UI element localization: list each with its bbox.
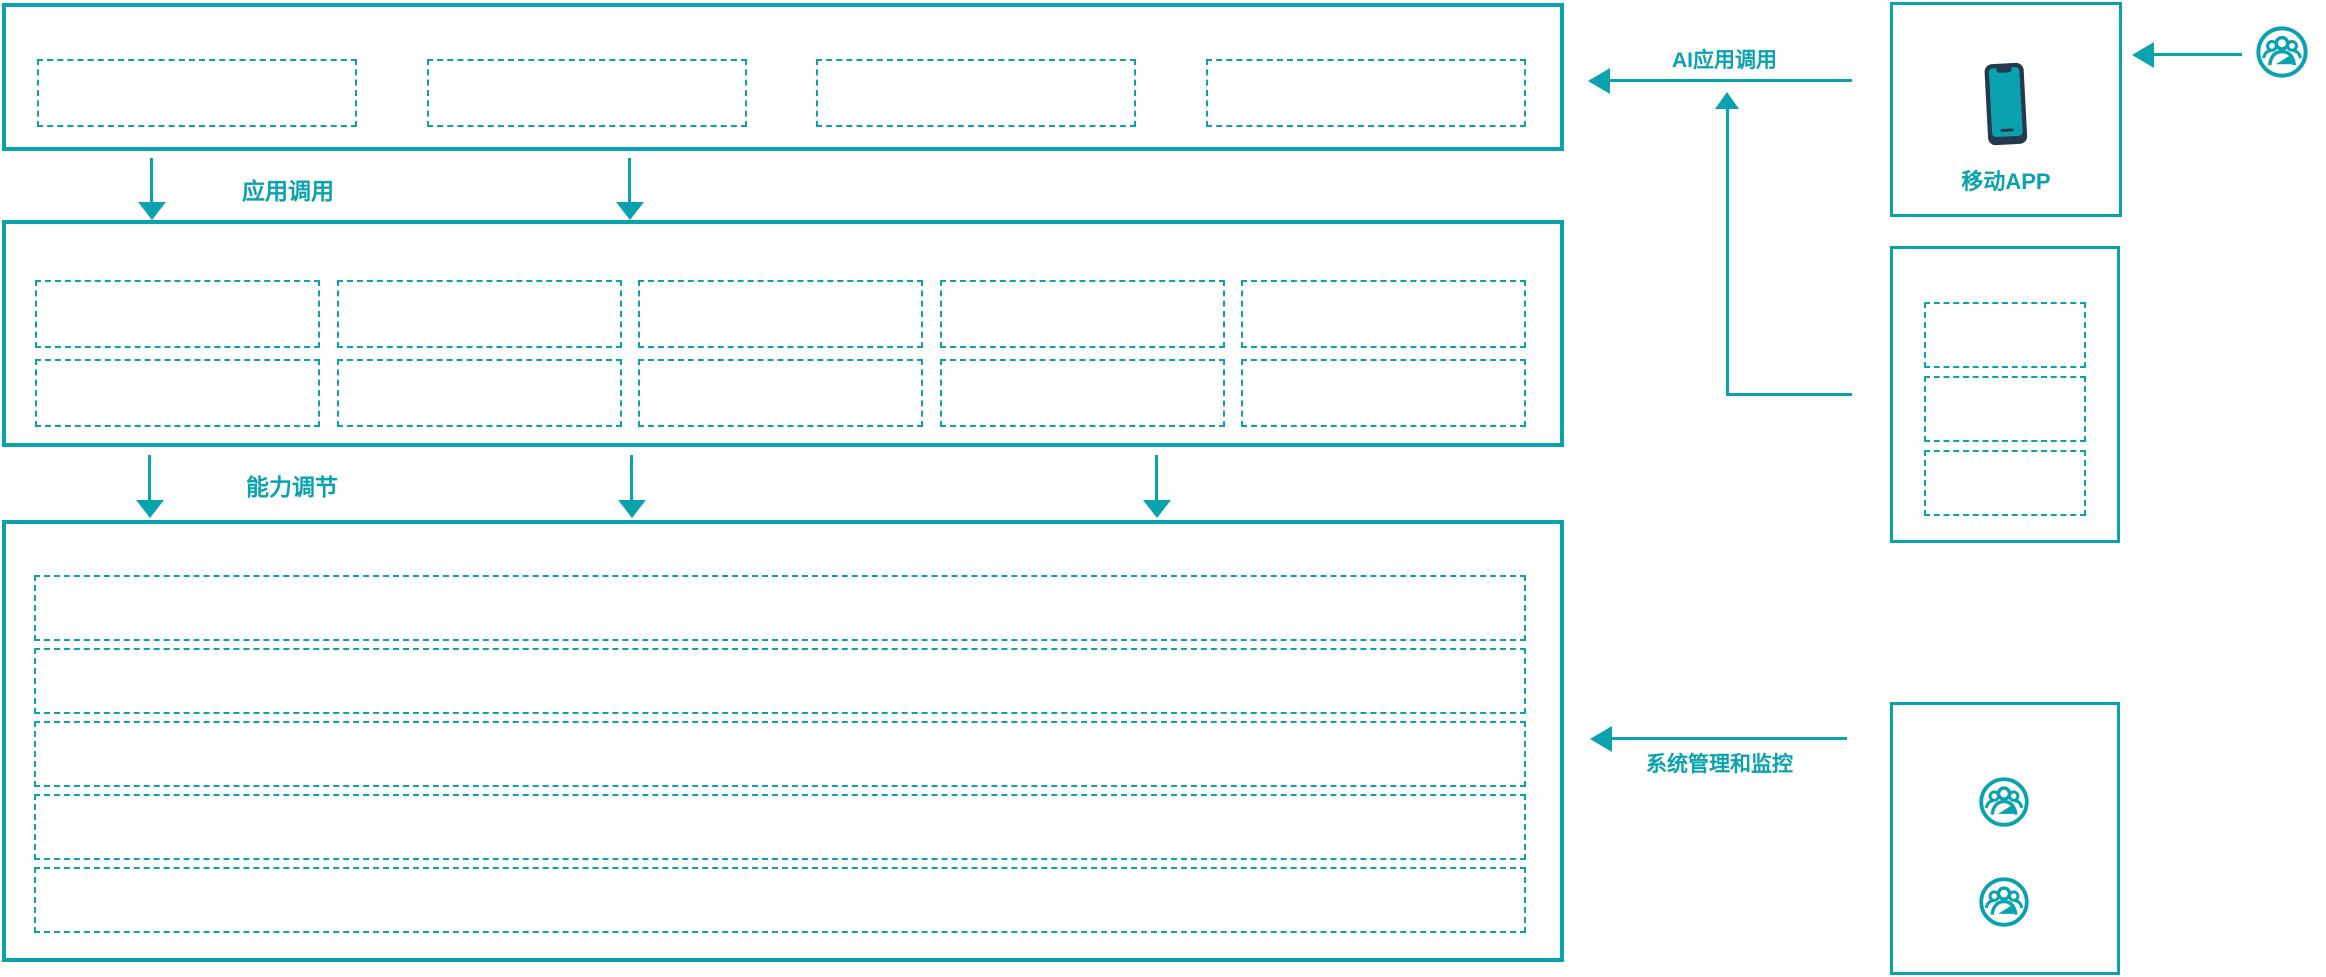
placeholder-box (426, 59, 747, 127)
arrow-head-icon (1143, 500, 1171, 518)
placeholder-box (37, 59, 357, 127)
ai-app-call-arrow (1588, 68, 1852, 94)
flow-arrow-down (138, 158, 166, 220)
ai-app-call-label: AI应用调用 (1672, 49, 1777, 72)
placeholder-box (336, 280, 622, 348)
arrow-head-icon (138, 202, 166, 220)
placeholder-box (1924, 450, 2086, 516)
admin-box (1890, 702, 2120, 975)
placeholder-row (34, 721, 1526, 787)
arrow-head-icon (616, 202, 644, 220)
arrow-shaft (1610, 737, 1847, 740)
admin-box-icons (1893, 705, 2117, 972)
placeholder-box (1924, 302, 2086, 368)
placeholder-row (34, 575, 1526, 641)
middle-band-placeholders (35, 280, 1526, 427)
arrow-head-icon (1715, 92, 1739, 109)
placeholder-box (336, 359, 622, 427)
api-box (1890, 246, 2120, 543)
arrow-shaft (148, 455, 151, 501)
connector-line (1726, 108, 1729, 395)
flow-arrow-down (618, 455, 646, 518)
placeholder-box (1241, 280, 1526, 348)
smartphone-icon (1983, 60, 2030, 153)
arrow-head-icon (618, 500, 646, 518)
system-mgmt-arrow (1590, 726, 1847, 752)
placeholder-box (638, 359, 923, 427)
system-mgmt-label: 系统管理和监控 (1646, 753, 1793, 776)
arrow-head-icon (1590, 726, 1612, 752)
user-to-app-arrow (2132, 42, 2242, 68)
bottom-band (2, 520, 1564, 962)
arrow-shaft (1155, 455, 1158, 501)
placeholder-box (35, 359, 320, 427)
placeholder-box (939, 359, 1225, 427)
arrow-head-icon (1588, 68, 1610, 94)
arrow-head-icon (136, 500, 164, 518)
placeholder-box (1205, 59, 1526, 127)
api-box-placeholders (1893, 249, 2117, 540)
arrow-shaft (1608, 79, 1852, 82)
flow-arrow-down (616, 158, 644, 220)
flow-arrow-down (1143, 455, 1171, 518)
arrow-shaft (630, 455, 633, 501)
top-band (2, 3, 1564, 151)
placeholder-box (816, 59, 1137, 127)
top-band-placeholders (37, 59, 1526, 127)
mobile-app-label: 移动APP (1961, 169, 2051, 194)
placeholder-row (34, 648, 1526, 714)
capability-label: 能力调节 (246, 474, 338, 500)
placeholder-box (939, 280, 1225, 348)
arrow-shaft (628, 158, 631, 203)
placeholder-box (1241, 359, 1526, 427)
placeholder-box (35, 280, 320, 348)
placeholder-row (34, 867, 1526, 933)
middle-band (2, 220, 1564, 447)
placeholder-box (638, 280, 923, 348)
placeholder-row (34, 794, 1526, 860)
bottom-band-placeholders (34, 575, 1526, 933)
arrow-head-icon (2132, 42, 2154, 68)
connector-line (1726, 393, 1852, 396)
arrow-shaft (150, 158, 153, 203)
placeholder-box (1924, 376, 2086, 442)
app-call-label: 应用调用 (242, 178, 334, 204)
users-icon (2254, 24, 2310, 80)
flow-arrow-down (136, 455, 164, 518)
arrow-shaft (2152, 53, 2242, 56)
users-icon (1977, 775, 2033, 831)
mobile-app-box: 移动APP (1890, 2, 2122, 217)
users-icon (1977, 875, 2033, 931)
